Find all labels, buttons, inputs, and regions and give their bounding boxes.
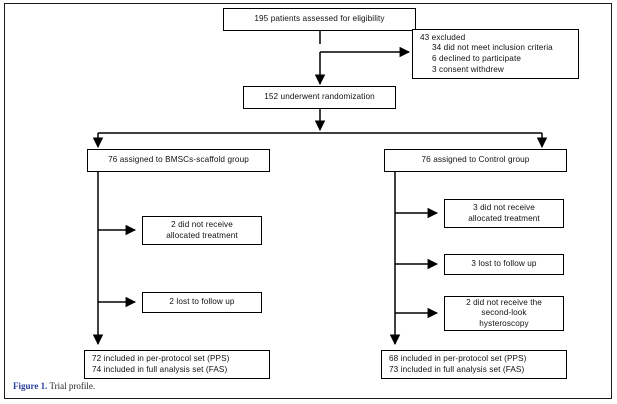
node-left-excl-1: 2 did not receive allocated treatment [142, 216, 262, 245]
node-right-excl-2-line-0: 3 lost to follow up [471, 259, 537, 269]
node-result-right: 68 included in per-protocol set (PPS) 73… [381, 350, 567, 379]
node-left-excl-2: 2 lost to follow up [142, 292, 262, 313]
node-result-left-line-0: 72 included in per-protocol set (PPS) [92, 353, 230, 363]
node-left-excl-1-line-0: 2 did not receive [171, 219, 233, 229]
node-excluded-line-3: 3 consent withdrew [432, 64, 504, 74]
node-excluded-line-2: 6 declined to participate [432, 54, 521, 63]
node-randomization: 152 underwent randomization [243, 86, 396, 109]
figure-label: Figure 1. [13, 381, 48, 391]
node-arm-right: 76 assigned to Control group [384, 149, 567, 172]
node-right-excl-3-line-2: hysteroscopy [479, 318, 529, 328]
node-right-excl-1-line-1: allocated treatment [468, 213, 540, 223]
figure-caption-text: Trial profile. [49, 381, 96, 391]
figure-caption: Figure 1. Trial profile. [13, 381, 95, 391]
node-right-excl-1-line-0: 3 did not receive [473, 202, 535, 212]
node-randomization-line-0: 152 underwent randomization [264, 92, 375, 102]
node-right-excl-3-line-0: 2 did not receive the [466, 297, 542, 307]
node-arm-left-line-0: 76 assigned to BMSCs-scaffold group [108, 155, 249, 165]
node-result-right-line-0: 68 included in per-protocol set (PPS) [389, 353, 527, 363]
node-arm-left: 76 assigned to BMSCs-scaffold group [87, 149, 270, 172]
node-excluded-line-1: 34 did not meet inclusion criteria [432, 43, 553, 53]
node-arm-right-line-0: 76 assigned to Control group [421, 155, 530, 165]
node-right-excl-2: 3 lost to follow up [444, 254, 564, 275]
node-result-right-line-1: 73 included in full analysis set (FAS) [389, 364, 525, 374]
node-eligibility: 195 patients assessed for eligibility [223, 8, 416, 31]
node-left-excl-2-line-0: 2 lost to follow up [169, 297, 235, 307]
node-left-excl-1-line-1: allocated treatment [166, 230, 238, 240]
node-right-excl-3-line-1: second-look [481, 308, 527, 318]
node-right-excl-3: 2 did not receive the second-look hyster… [444, 296, 564, 331]
node-right-excl-1: 3 did not receive allocated treatment [444, 199, 564, 228]
node-result-left: 72 included in per-protocol set (PPS) 74… [84, 350, 270, 379]
node-excluded-line-0: 43 excluded [420, 32, 466, 42]
node-result-left-line-1: 74 included in full analysis set (FAS) [92, 364, 228, 374]
node-eligibility-line-0: 195 patients assessed for eligibility [254, 14, 385, 24]
node-excluded: 43 excluded 34 did not meet inclusion cr… [412, 29, 579, 79]
